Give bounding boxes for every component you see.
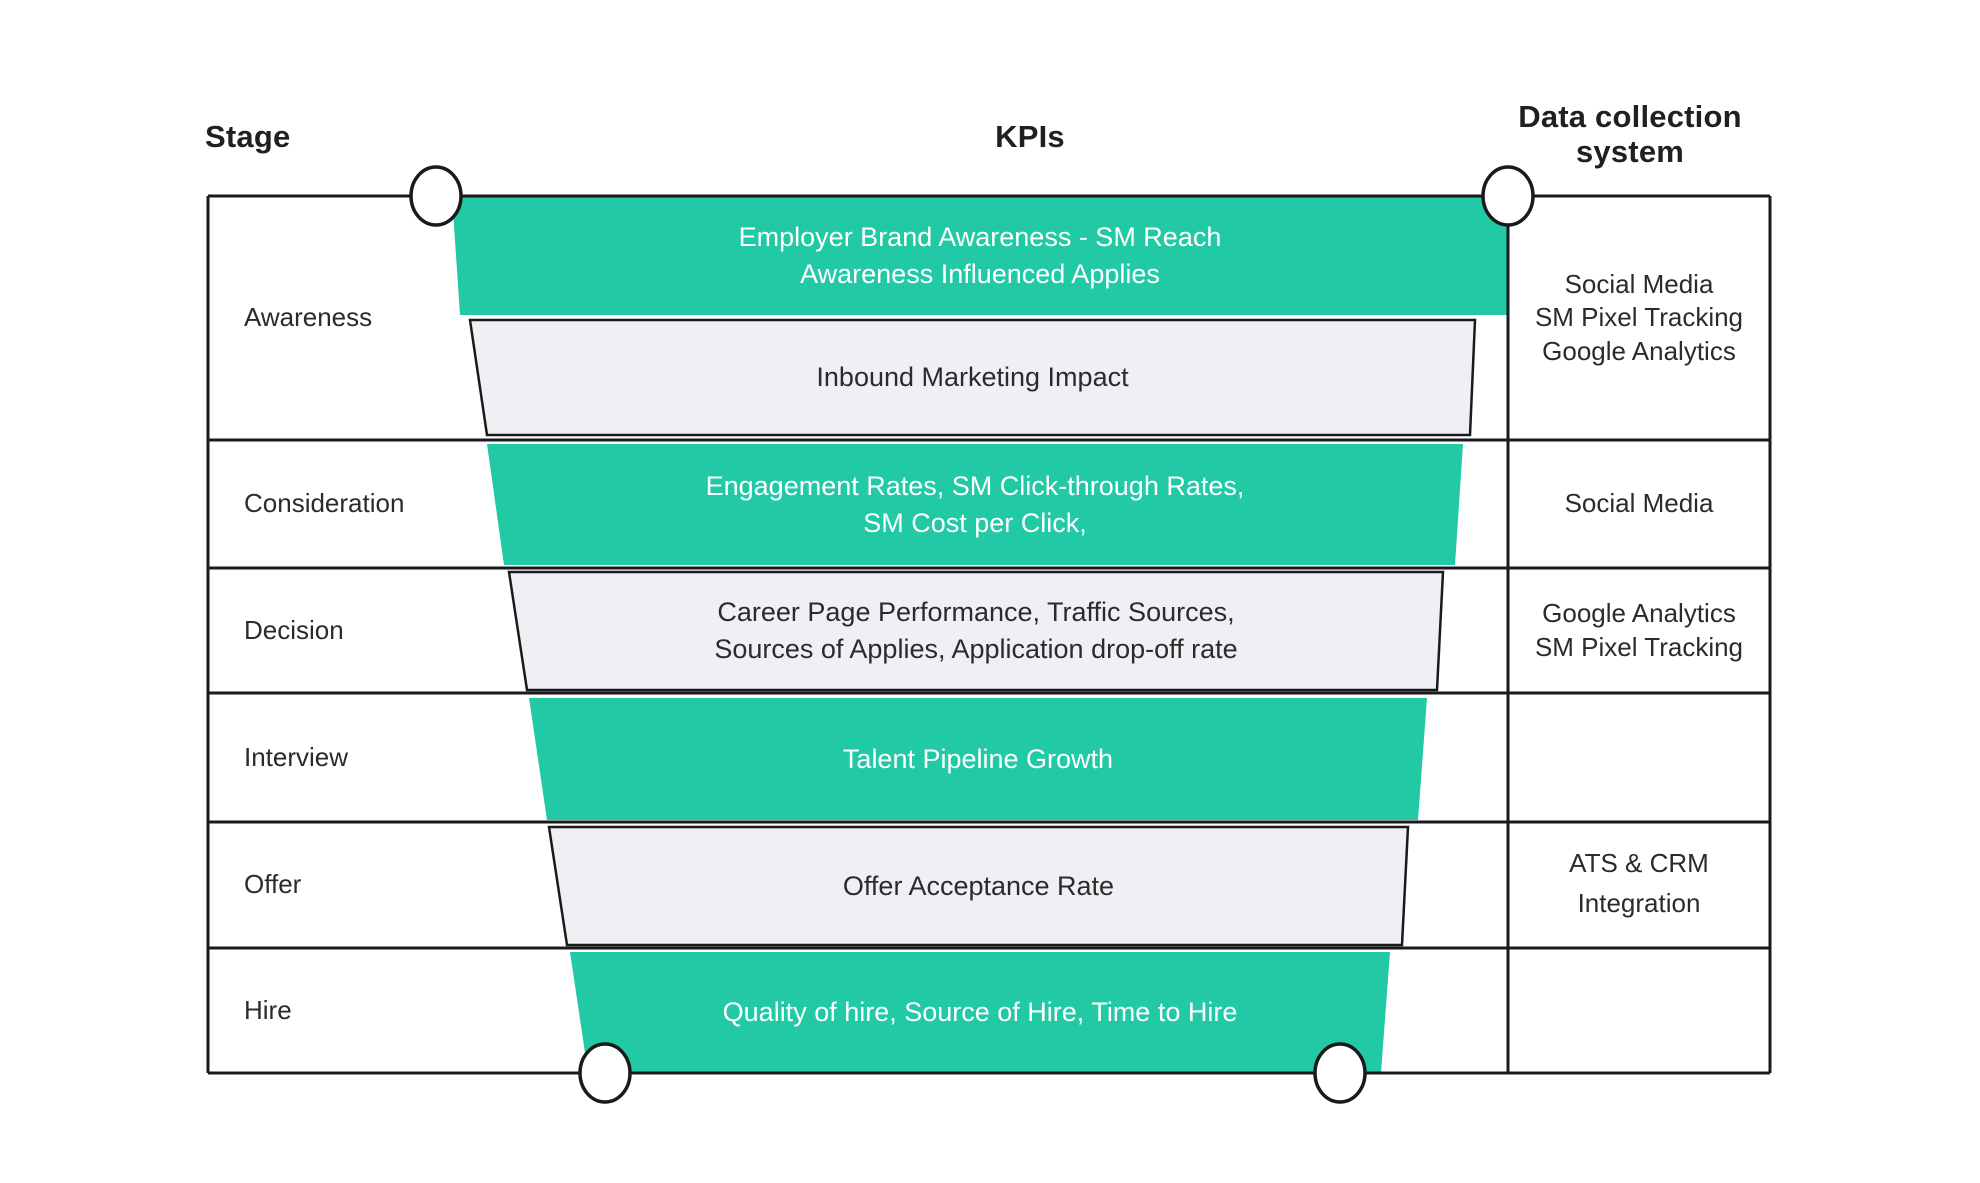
node-bottom-left [578,1042,632,1104]
data-system-awareness-line1: Social Media [1564,269,1714,300]
data-system-ats-crm: ATS & CRM Integration [1508,693,1770,1073]
data-system-awareness: Social Media SM Pixel Tracking Google An… [1508,196,1770,440]
header-kpis: KPIs [995,119,1065,154]
data-system-awareness-line3: Google Analytics [1542,335,1736,366]
funnel-band-decision [507,570,1445,692]
stage-label-awareness: Awareness [244,302,373,333]
funnel-band-interview [529,698,1427,820]
stage-label-decision: Decision [244,614,344,645]
data-system-consideration: Social Media [1508,440,1770,568]
data-system-decision-line2: SM Pixel Tracking [1534,631,1744,662]
stage-label-consideration: Consideration [244,488,405,519]
funnel-band-consideration [487,444,1463,565]
data-system-decision: Google Analytics SM Pixel Tracking [1508,568,1770,693]
node-top-left [409,165,463,227]
funnel-band-awareness [452,196,1508,315]
node-top-right [1481,165,1535,227]
funnel-band-offer [547,825,1410,947]
header-dcs-line2: system [1575,133,1685,169]
data-system-consideration-line1: Social Media [1564,488,1714,519]
stage-label-interview: Interview [244,741,349,772]
node-bottom-right [1313,1042,1367,1104]
table-grid [206,194,1772,1075]
header-data-collection-system: Data collection system [1480,99,1780,169]
funnel-band-inbound [468,318,1477,437]
funnel-band-hire [570,952,1390,1073]
stage-label-hire: Hire [244,994,292,1025]
header-dcs-line1: Data collection [1518,99,1742,134]
header-stage: Stage [205,119,291,154]
data-system-ats-crm-line2: Integration [1577,888,1701,918]
data-system-decision-line1: Google Analytics [1542,598,1736,629]
stage-label-offer: Offer [244,869,302,900]
data-system-ats-crm-line1: ATS & CRM [1569,847,1709,878]
data-system-awareness-line2: SM Pixel Tracking [1534,302,1744,333]
